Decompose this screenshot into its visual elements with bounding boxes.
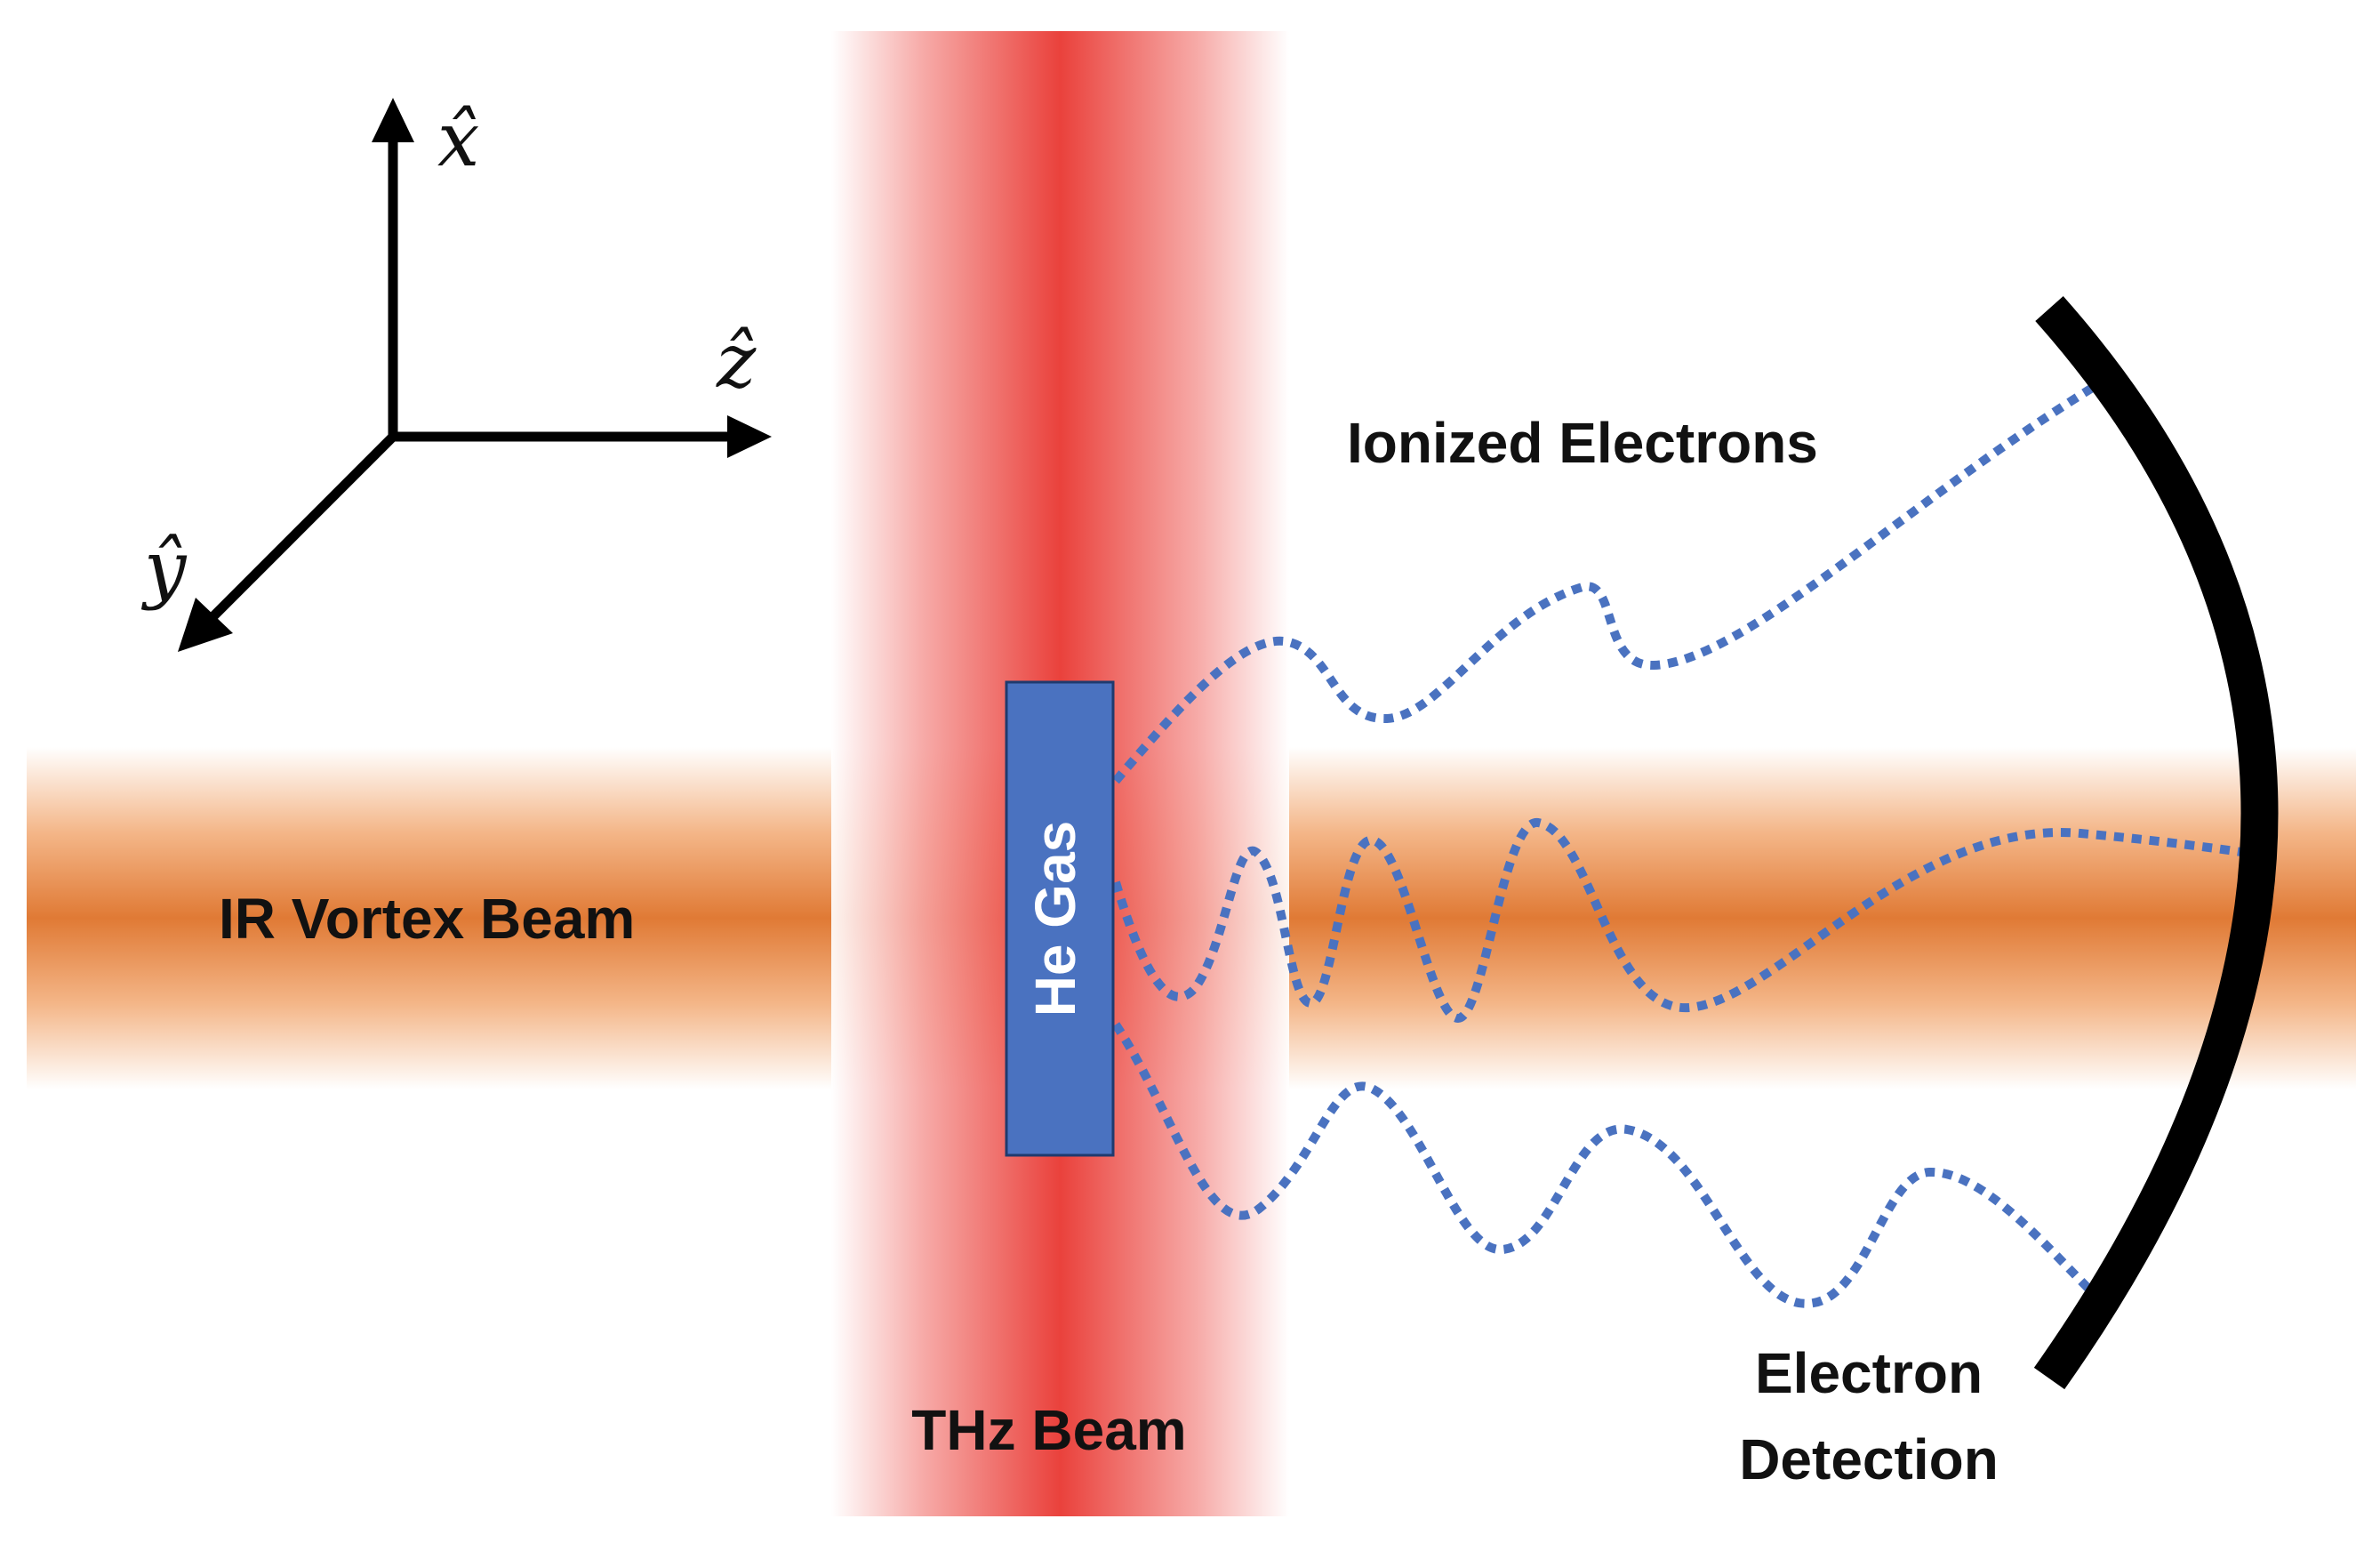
electron-path-middle [1111,818,2255,1024]
electron-detector [2033,296,2279,1390]
y-axis-label: ŷ [140,525,188,612]
ir-vortex-beam-label: IR Vortex Beam [219,887,635,951]
he-gas-label: He Gas [1023,821,1087,1017]
thz-beam-label: THz Beam [911,1398,1186,1462]
coordinate-axes [210,133,729,620]
y-arrowhead [178,598,233,652]
x-axis-label: x̂ [437,96,479,183]
ionized-electrons-label: Ionized Electrons [1347,411,1818,475]
he-gas-cell [1005,680,1115,1157]
z-axis-label: ẑ [716,317,757,405]
electron-detection-label-line1: Electron [1755,1341,1983,1405]
z-arrowhead [727,415,772,458]
axis-arrowheads [178,98,772,652]
x-arrowhead [372,98,414,142]
y-axis-arrow [210,433,397,620]
electron-detection-label-line2: Detection [1739,1427,1999,1491]
electron-path-upper [1112,380,2101,784]
electron-path-lower [1111,1022,2102,1308]
electron-trajectories [1111,380,2255,1308]
